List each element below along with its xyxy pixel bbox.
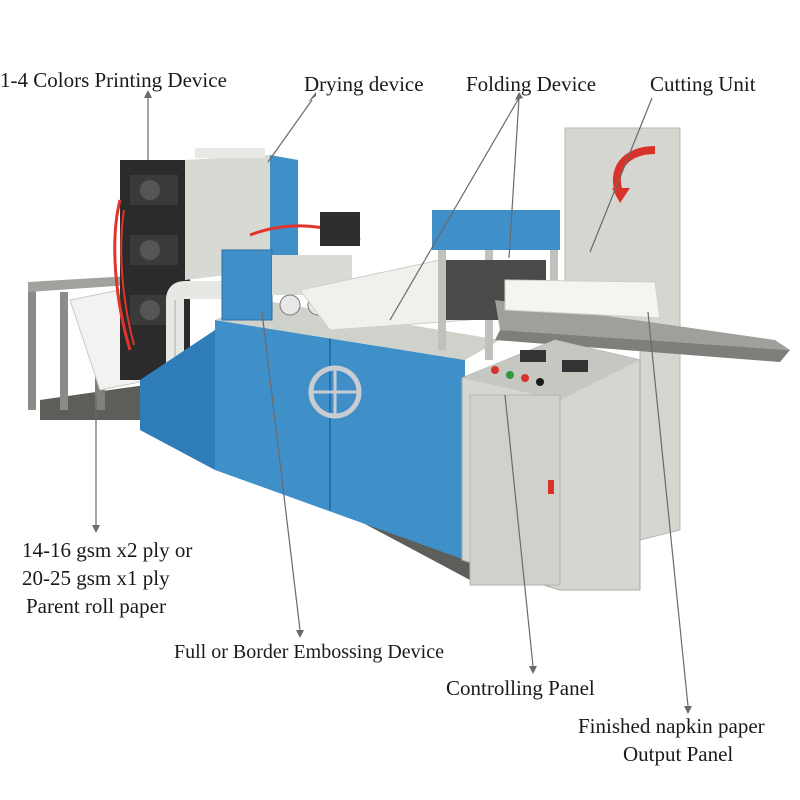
pointer-lines (95, 97, 689, 707)
air-pipe (166, 281, 225, 440)
pointer-output (647, 311, 689, 707)
label-output-2: Output Panel (623, 742, 734, 766)
pointer-controlling (504, 394, 534, 667)
label-parent-roll-1: 14-16 gsm x2 ply or (22, 538, 193, 562)
label-embossing-device: Full or Border Embossing Device (174, 641, 444, 663)
main-blue-body (140, 300, 500, 560)
output-conveyor (495, 279, 790, 362)
pointer-cutting (589, 97, 653, 253)
pointer-arrowheads (92, 90, 692, 714)
pointer-folding-a (389, 97, 520, 321)
label-parent-roll-3: Parent roll paper (26, 594, 166, 618)
label-drying-device: Drying device (304, 72, 424, 96)
printing-tower (113, 160, 190, 380)
hand-wheel (308, 365, 362, 419)
drying-housing (185, 148, 298, 280)
pointer-embossing (261, 311, 301, 631)
pointer-drying (267, 99, 313, 163)
label-printing-device: 1-4 Colors Printing Device (0, 68, 227, 92)
label-controlling-panel: Controlling Panel (446, 676, 595, 700)
label-parent-roll-2: 20-25 gsm x1 ply (22, 566, 170, 590)
label-cutting-unit: Cutting Unit (650, 72, 756, 96)
embossing-unit (221, 212, 361, 321)
control-cabinet (461, 339, 641, 591)
label-folding-device: Folding Device (466, 72, 597, 96)
pointer-folding-b (508, 97, 520, 259)
label-output-1: Finished napkin paper (578, 714, 765, 738)
